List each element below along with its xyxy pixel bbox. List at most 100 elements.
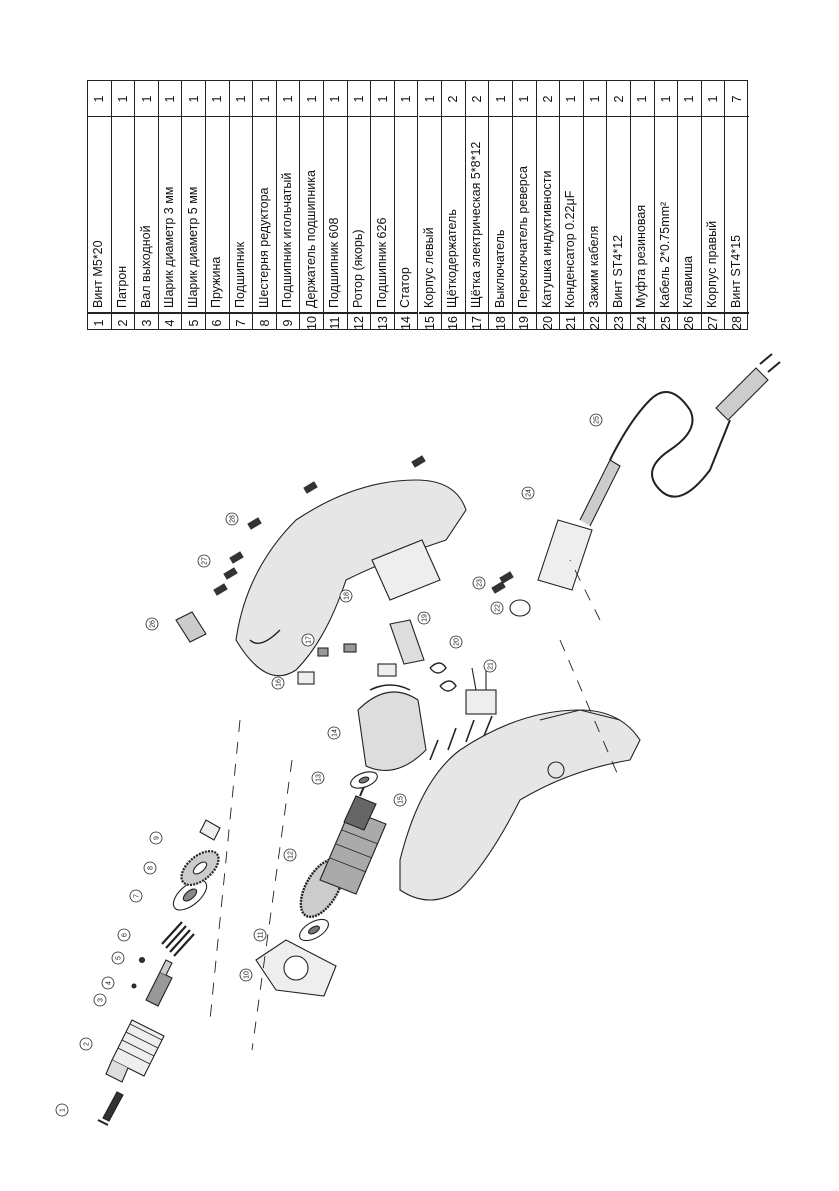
part-number-cell: 3 — [135, 313, 158, 331]
part-quantity-cell: 1 — [583, 81, 607, 117]
part-quantity-cell: 1 — [300, 81, 324, 117]
part-number-cell: 10 — [300, 313, 324, 331]
part-name-cell: Винт M5*20 — [88, 117, 111, 313]
part-number-cell: 20 — [536, 313, 560, 331]
callout-number: 16 — [276, 679, 283, 687]
stator-part — [357, 684, 427, 771]
part-quantity-cell: 2 — [442, 81, 465, 117]
housing-right-part — [235, 479, 467, 677]
part-number-cell: 21 — [560, 313, 583, 331]
part-number-cell: 18 — [489, 313, 512, 331]
chuck-part — [105, 1019, 165, 1083]
callout-number: 12 — [288, 851, 295, 859]
part-name-cell: Вал выходной — [135, 117, 158, 313]
part-quantity-cell: 1 — [229, 81, 253, 117]
part-number-cell: 14 — [394, 313, 418, 331]
part-number-cell: 1 — [88, 313, 111, 331]
part-name-cell: Муфта резиновая — [630, 117, 654, 313]
part-number-cell: 26 — [678, 313, 701, 331]
callout-number: 10 — [244, 971, 251, 979]
part-number-cell: 24 — [630, 313, 654, 331]
part-number-cell: 12 — [347, 313, 371, 331]
part-number-cell: 27 — [701, 313, 725, 331]
part-name-cell: Статор — [394, 117, 418, 313]
part-number-cell: 22 — [583, 313, 607, 331]
callout-number: 3 — [98, 998, 105, 1002]
part-quantity-cell: 1 — [512, 81, 536, 117]
part-name-cell: Зажим кабеля — [583, 117, 607, 313]
housing-left-part — [399, 709, 641, 901]
callout-number: 11 — [258, 931, 265, 938]
part-name-cell: Шарик диаметр 3 мм — [158, 117, 182, 313]
part-number-cell: 11 — [324, 313, 347, 331]
callout-number: 5 — [116, 956, 123, 960]
part-quantity-cell: 1 — [489, 81, 512, 117]
part-quantity-cell: 1 — [276, 81, 300, 117]
part-quantity-cell: 1 — [253, 81, 276, 117]
part-quantity-cell: 1 — [654, 81, 678, 117]
part-quantity-cell: 1 — [206, 81, 229, 117]
callout-number: 6 — [122, 933, 129, 937]
callout-number: 4 — [106, 981, 113, 985]
callout-number: 24 — [526, 489, 533, 497]
part-number-cell: 17 — [465, 313, 489, 331]
part-quantity-cell: 1 — [324, 81, 347, 117]
part-name-cell: Подшипник — [229, 117, 253, 313]
part-quantity-cell: 1 — [560, 81, 583, 117]
rotor-part — [299, 781, 387, 919]
part-quantity-cell: 2 — [465, 81, 489, 117]
part-name-cell: Щёткодержатель — [442, 117, 465, 313]
part-number-cell: 16 — [442, 313, 465, 331]
part-number-cell: 4 — [158, 313, 182, 331]
callout-markers — [55, 413, 603, 1117]
callout-number: 21 — [488, 662, 495, 670]
part-quantity-cell: 1 — [347, 81, 371, 117]
callout-number: 25 — [594, 416, 601, 424]
part-quantity-cell: 2 — [607, 81, 630, 117]
part-name-cell: Щётка электрическая 5*8*12 — [465, 117, 489, 313]
part-name-cell: Клавиша — [678, 117, 701, 313]
part-number-cell: 9 — [276, 313, 300, 331]
part-name-cell: Шестерня редуктора — [253, 117, 276, 313]
part-name-cell: Корпус левый — [418, 117, 442, 313]
part-number-cell: 15 — [418, 313, 442, 331]
callout-number: 28 — [230, 515, 237, 523]
part-name-cell: Подшипник 626 — [371, 117, 394, 313]
part-quantity-cell: 1 — [371, 81, 394, 117]
part-number-cell: 19 — [512, 313, 536, 331]
callout-number: 15 — [398, 796, 405, 804]
part-quantity-cell: 1 — [630, 81, 654, 117]
callout-number: 2 — [84, 1042, 91, 1046]
part-name-cell: Винт ST4*15 — [725, 117, 749, 313]
part-name-cell: Патрон — [111, 117, 135, 313]
part-number-cell: 5 — [182, 313, 206, 331]
part-number-cell: 2 — [111, 313, 135, 331]
callout-number: 8 — [148, 866, 155, 870]
callout-number: 14 — [332, 729, 339, 737]
callout-number: 19 — [422, 614, 429, 622]
part-quantity-cell: 1 — [135, 81, 158, 117]
part-quantity-cell: 1 — [418, 81, 442, 117]
output-shaft-part — [145, 959, 173, 1007]
callout-number: 9 — [154, 836, 161, 840]
part-quantity-cell: 1 — [88, 81, 111, 117]
part-number-cell: 6 — [206, 313, 229, 331]
